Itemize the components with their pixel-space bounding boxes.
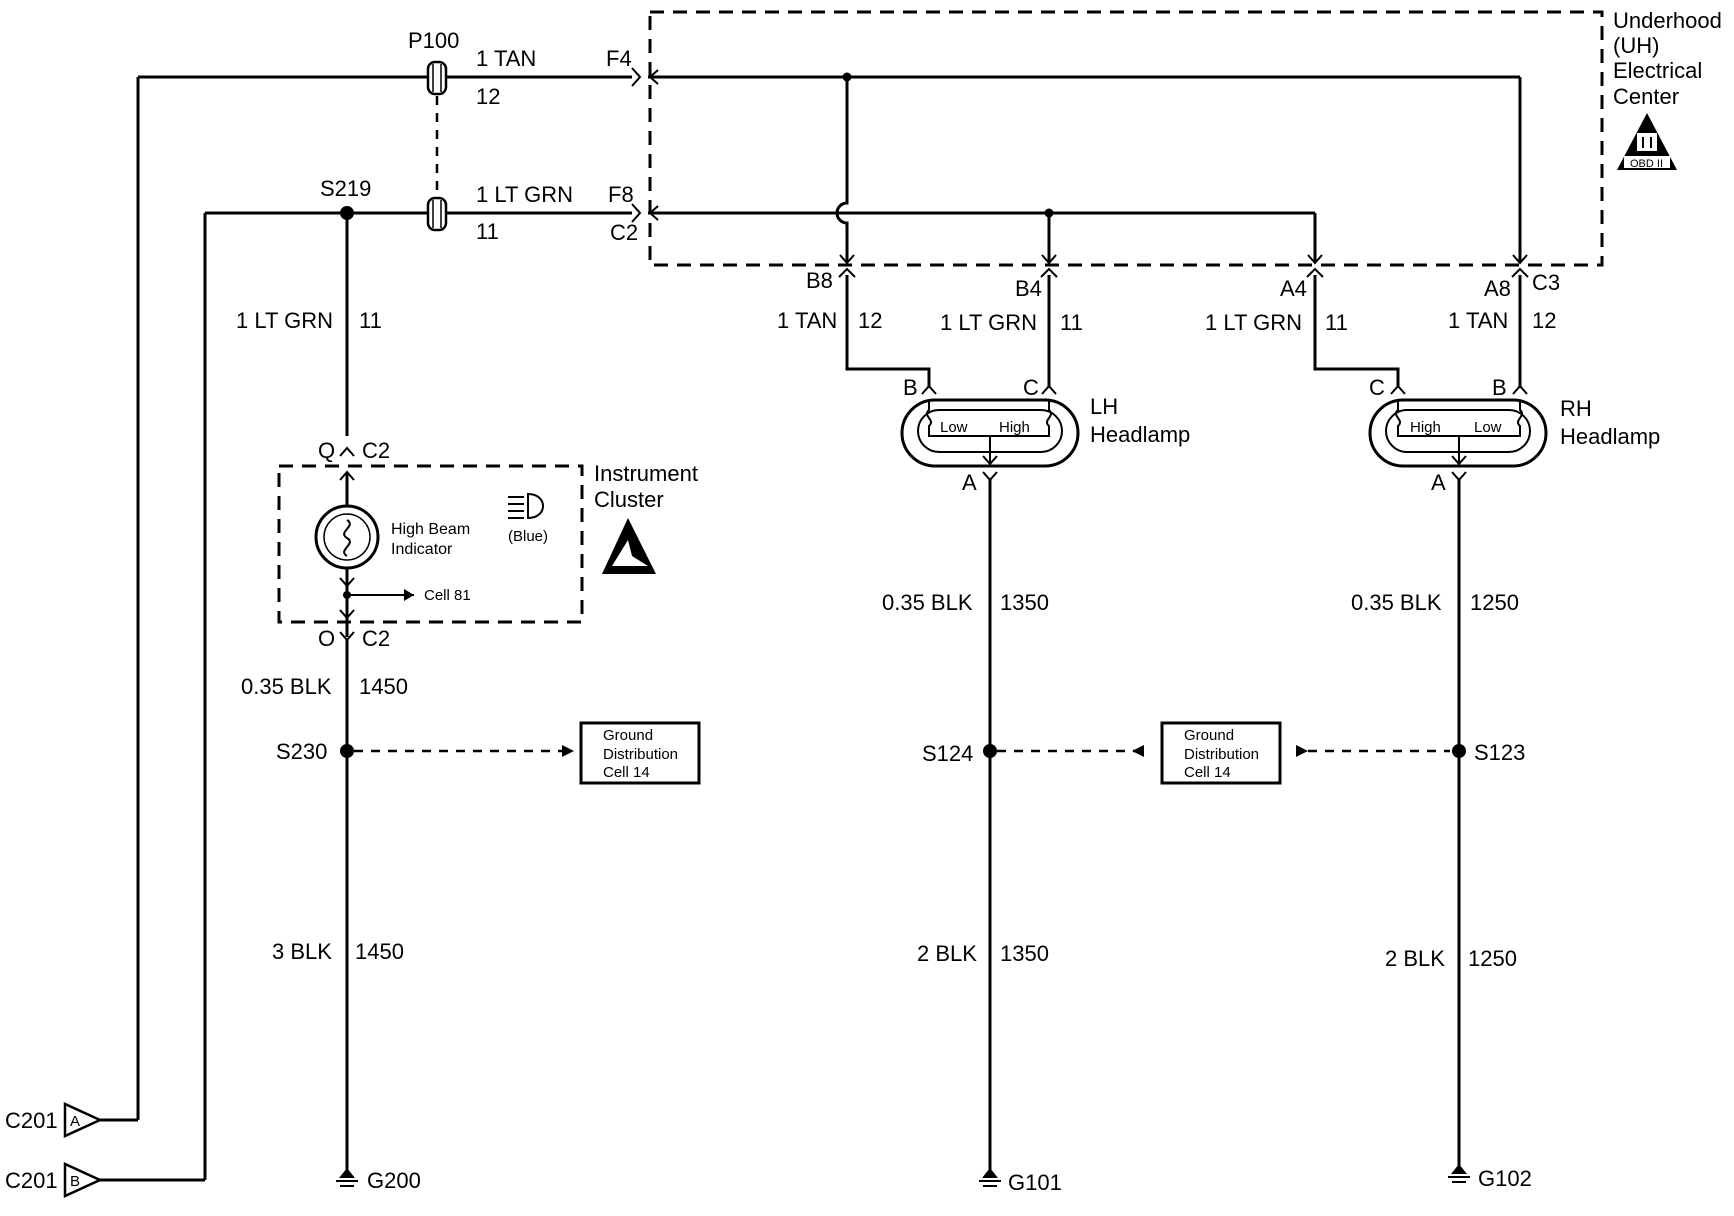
lh-low-label: Low (940, 419, 968, 436)
gd-left-line2: Distribution (603, 746, 678, 763)
high-beam-indicator-line2: Indicator (391, 541, 453, 558)
lh-headlamp-line1: LH (1090, 394, 1118, 419)
wire-lh-out-circuit: 1350 (1000, 590, 1049, 615)
esd-warning-icon (602, 518, 656, 574)
lh-headlamp: Low High (900, 398, 1080, 468)
lh-terminal-b: B (903, 375, 918, 400)
ground-symbol-g200 (336, 1168, 358, 1187)
c201-a-label: C201 (5, 1108, 58, 1133)
rh-terminal-b: B (1492, 375, 1507, 400)
splice-s124: S124 (922, 741, 973, 766)
instrument-cluster: High Beam Indicator Cell 81 (Blue) (277, 464, 584, 637)
uh-label-line3: Electrical (1613, 58, 1702, 83)
ground-distribution-right: Ground Distribution Cell 14 (1160, 721, 1282, 785)
wire-a8-circuit: 12 (1532, 308, 1556, 333)
wire-rh-out-color: 0.35 BLK (1351, 590, 1442, 615)
wire-grn-top-circuit: 11 (476, 219, 499, 244)
obd-badge-label: OBD II (1630, 158, 1663, 170)
terminal-c2-uh: C2 (610, 220, 638, 245)
lh-headlamp-line2: Headlamp (1090, 422, 1190, 447)
feed-wires (100, 60, 632, 1182)
splice-s219: S219 (320, 176, 371, 201)
rh-terminal-a: A (1431, 470, 1446, 495)
connector-c201-a: A C201 (5, 1102, 104, 1138)
splice-s123: S123 (1474, 740, 1525, 765)
wire-b8-circuit: 12 (858, 308, 882, 333)
gd-left-line3: Cell 14 (603, 764, 650, 781)
wire-grn-top-color: 1 LT GRN (476, 182, 573, 207)
ground-g102: G102 (1478, 1166, 1532, 1191)
wire-cluster-gnd-circuit: 1450 (355, 939, 404, 964)
terminal-q: Q (318, 438, 335, 463)
uh-electrical-center: Underhood (UH) Electrical Center OBD II (648, 8, 1722, 267)
ground-g101: G101 (1008, 1170, 1062, 1195)
wire-cluster-out-color: 0.35 BLK (241, 674, 332, 699)
ground-g200: G200 (367, 1168, 421, 1193)
high-beam-icon (508, 492, 544, 520)
rh-high-label: High (1410, 419, 1441, 436)
rh-headlamp-line2: Headlamp (1560, 424, 1660, 449)
rh-headlamp-line1: RH (1560, 396, 1592, 421)
gd-left-line1: Ground (603, 727, 653, 744)
wire-rh-gnd-color: 2 BLK (1385, 946, 1445, 971)
wire-rh-out-circuit: 1250 (1470, 590, 1519, 615)
wire-rh-gnd-circuit: 1250 (1468, 946, 1517, 971)
ground-symbol-g101 (979, 1168, 1001, 1187)
c201-b-pin: B (70, 1173, 80, 1190)
wire-tan-top-circuit: 12 (476, 84, 500, 109)
uh-label-line4: Center (1613, 84, 1679, 109)
wire-b8-color: 1 TAN (777, 308, 837, 333)
terminal-a4: A4 (1280, 276, 1307, 301)
high-beam-indicator-line1: High Beam (391, 521, 470, 538)
wire-tan-top-color: 1 TAN (476, 46, 536, 71)
gd-right-line3: Cell 14 (1184, 764, 1231, 781)
ground-distribution-left: Ground Distribution Cell 14 (579, 721, 701, 785)
wire-s219-drop-circuit: 11 (359, 308, 382, 333)
gd-right-line1: Ground (1184, 727, 1234, 744)
gd-right-line2: Distribution (1184, 746, 1259, 763)
lh-high-label: High (999, 419, 1030, 436)
splice-pack-p100: P100 (408, 28, 459, 53)
wire-b4-color: 1 LT GRN (940, 310, 1037, 335)
wire-a4-circuit: 11 (1325, 310, 1348, 335)
wire-lh-gnd-circuit: 1350 (1000, 941, 1049, 966)
terminal-o-conn: C2 (362, 626, 390, 651)
instrument-cluster-line1: Instrument (594, 461, 698, 486)
wire-lh-gnd-color: 2 BLK (917, 941, 977, 966)
instrument-cluster-line2: Cluster (594, 487, 664, 512)
splice-s230: S230 (276, 739, 327, 764)
indicator-color: (Blue) (508, 528, 548, 545)
terminal-b8: B8 (806, 268, 833, 293)
wire-s219-drop-color: 1 LT GRN (236, 308, 333, 333)
wire-a8-color: 1 TAN (1448, 308, 1508, 333)
c201-b-label: C201 (5, 1168, 58, 1193)
obd-ii-icon: OBD II (1617, 113, 1677, 170)
terminal-o: O (318, 626, 335, 651)
uh-label-line1: Underhood (1613, 8, 1722, 33)
cell-81-ref: Cell 81 (424, 587, 471, 604)
terminal-f8: F8 (608, 182, 634, 207)
wire-cluster-out-circuit: 1450 (359, 674, 408, 699)
connector-c201-b: B C201 (5, 1162, 104, 1198)
wire-a4-color: 1 LT GRN (1205, 310, 1302, 335)
terminal-b4: B4 (1015, 276, 1042, 301)
ground-symbol-g102 (1448, 1164, 1470, 1183)
rh-terminal-c: C (1369, 375, 1385, 400)
wire-lh-out-color: 0.35 BLK (882, 590, 973, 615)
terminal-f4: F4 (606, 46, 632, 71)
rh-low-label: Low (1474, 419, 1502, 436)
terminal-a8: A8 (1484, 276, 1511, 301)
lh-terminal-a: A (962, 470, 977, 495)
wire-cluster-gnd-color: 3 BLK (272, 939, 332, 964)
uh-label-line2: (UH) (1613, 33, 1659, 58)
c201-a-pin: A (70, 1113, 80, 1130)
lh-terminal-c: C (1023, 375, 1039, 400)
terminal-c3: C3 (1532, 270, 1560, 295)
wire-b4-circuit: 11 (1060, 310, 1083, 335)
terminal-q-conn: C2 (362, 438, 390, 463)
rh-headlamp: High Low (1368, 398, 1548, 468)
